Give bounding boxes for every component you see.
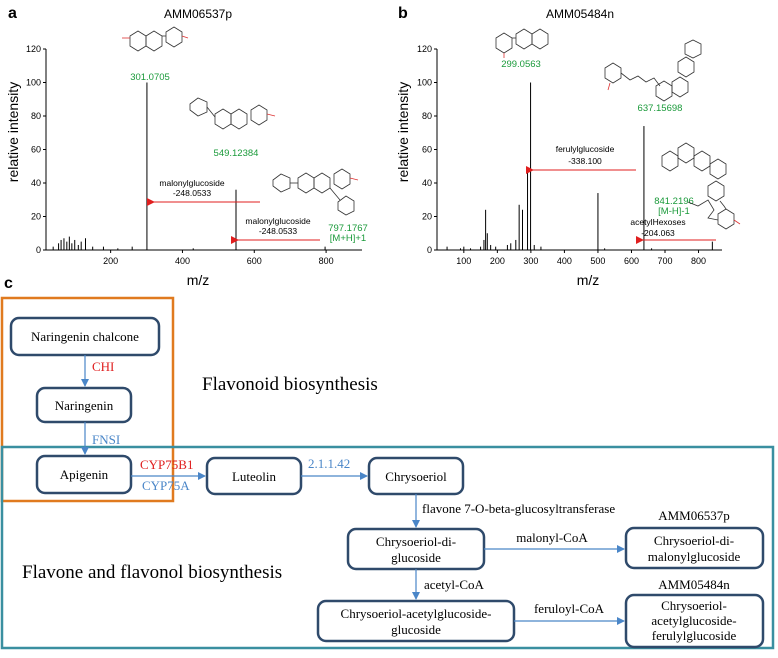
enzyme-feruloyl-coa: feruloyl-CoA	[534, 601, 605, 616]
chart-b-ann2-delta: -204.063	[641, 228, 675, 238]
enzyme-cyp75a: CYP75A	[142, 478, 190, 493]
chart-b-structure-2	[604, 39, 702, 102]
chart-b-ytick-label: 20	[422, 212, 432, 222]
compound-id-amm06537p: AMM06537p	[658, 508, 730, 523]
chart-b-ytick-label: 120	[417, 44, 432, 54]
chart-b-ytick-label: 0	[427, 245, 432, 255]
enzyme-chi: CHI	[92, 359, 114, 374]
node-chrysoeriol-di-glucoside-line1: Chrysoeriol-di-	[376, 534, 456, 549]
enzyme-acetyl-coa: acetyl-CoA	[424, 577, 485, 592]
flavone-region-label: Flavone and flavonol biosynthesis	[22, 562, 282, 583]
chart-a-xtick-label: 600	[247, 256, 262, 266]
node-chrysoeriol-di-malonylglucoside-line1: Chrysoeriol-di-	[654, 533, 734, 548]
chart-a-ytick-label: 20	[31, 212, 41, 222]
chart-a-xtick-label: 400	[175, 256, 190, 266]
chart-b-ytick-label: 100	[417, 78, 432, 88]
node-chrysoeriol-acetylglucoside-glucoside-line1: Chrysoeriol-acetylglucoside-	[341, 606, 492, 621]
chart-b-peak3-label: 841.2196	[654, 196, 694, 207]
chart-b-xtick-label: 800	[691, 256, 706, 266]
chart-a-ann1-name: malonylglucoside	[159, 178, 224, 188]
panel-letter-b: b	[398, 5, 408, 22]
chart-a: a AMM06537p relative intensity m/z 0 20 40…	[5, 5, 368, 288]
enzyme-ec-2-1-1-42: 2.1.1.42	[308, 456, 350, 471]
chart-a-ytick-label: 80	[31, 111, 41, 121]
chart-a-structure-3	[272, 168, 359, 216]
chart-b-peak3-ion: [M-H]-1	[658, 206, 690, 217]
chart-b-title: AMM05484n	[546, 7, 614, 21]
chart-b-peak2-label: 637.15698	[638, 103, 683, 114]
panel-letter-c: c	[4, 275, 13, 292]
chart-b-ytick-label: 80	[422, 111, 432, 121]
chart-b-ann2-name: acetylHexoses	[630, 217, 685, 227]
enzyme-cyp75b1: CYP75B1	[140, 457, 193, 472]
chart-b-ann1-name: ferulylglucoside	[556, 144, 615, 154]
chart-b-peak1-label: 299.0563	[501, 59, 541, 70]
flavone-region-box	[0, 445, 775, 650]
node-chrysoeriol-acetylglucoside-ferulylglucoside	[624, 593, 765, 649]
compound-id-amm05484n: AMM05484n	[658, 577, 730, 592]
chart-b-xtick-label: 400	[557, 256, 572, 266]
chart-a-xlabel: m/z	[187, 272, 210, 288]
chart-a-xtick-label: 800	[319, 256, 334, 266]
node-naringenin	[35, 386, 133, 424]
flavonoid-region-label: Flavonoid biosynthesis	[202, 374, 378, 395]
chart-b-structure-1	[495, 28, 549, 58]
node-luteolin-label: Luteolin	[232, 469, 277, 484]
node-chrysoeriol-di-malonylglucoside-line2: malonylglucoside	[648, 549, 741, 564]
chart-b-peaks	[446, 82, 713, 250]
chart-a-structure-2	[189, 97, 276, 130]
node-chrysoeriol-label: Chrysoeriol	[385, 469, 447, 484]
chart-a-ann1-delta: -248.0533	[173, 188, 212, 198]
chart-a-peak2-label: 549.12384	[214, 148, 259, 159]
chart-b-xtick-label: 500	[590, 256, 605, 266]
chart-b-xlabel: m/z	[577, 272, 600, 288]
chart-b-xtick-label: 700	[657, 256, 672, 266]
chart-a-peak3-ion: [M+H]+1	[330, 233, 366, 244]
chart-b: b AMM05484n relative intensity m/z 0 20 40…	[395, 5, 741, 288]
chart-a-axes: 0 20 40 60 80 100 120 200 400 600 800	[26, 44, 362, 266]
chart-b-ytick-label: 60	[422, 145, 432, 155]
node-chrysoeriol-di-malonylglucoside	[624, 526, 765, 570]
chart-b-structure-3	[661, 142, 741, 230]
chart-a-ytick-label: 0	[36, 245, 41, 255]
node-chrysoeriol-acetylglucoside-ferulylglucoside-line3: ferulylglucoside	[652, 628, 737, 643]
chart-b-xtick-label: 300	[523, 256, 538, 266]
chart-a-ytick-label: 60	[31, 145, 41, 155]
flavonoid-region-box	[0, 296, 175, 503]
node-apigenin-label: Apigenin	[60, 467, 109, 482]
chart-a-title: AMM06537p	[164, 7, 232, 21]
node-chrysoeriol-acetylglucoside-ferulylglucoside-line2: acetylglucoside-	[651, 613, 736, 628]
chart-a-ytick-label: 100	[26, 78, 41, 88]
enzyme-malonyl-coa: malonyl-CoA	[516, 530, 588, 545]
chart-a-ann2-name: malonylglucoside	[245, 216, 310, 226]
node-chrysoeriol-di-glucoside-line2: glucoside	[391, 550, 441, 565]
chart-a-xtick-label: 200	[103, 256, 118, 266]
chart-b-xtick-label: 600	[624, 256, 639, 266]
chart-a-ytick-label: 40	[31, 178, 41, 188]
node-apigenin	[35, 454, 133, 495]
node-naringenin-label: Naringenin	[55, 398, 114, 413]
chart-a-ylabel: relative intensity	[5, 82, 21, 182]
enzyme-fnsi: FNSI	[92, 432, 120, 447]
panel-letter-a: a	[8, 5, 17, 22]
chart-b-ytick-label: 40	[422, 178, 432, 188]
chart-a-ann2-delta: -248.0533	[259, 226, 298, 236]
node-naringenin-chalcone-label: Naringenin chalcone	[31, 329, 139, 344]
chart-a-structure-1	[122, 26, 189, 52]
pathway-diagram: c Flavonoid biosynthesis Flavone and fla…	[0, 275, 775, 650]
chart-b-xtick-label: 200	[490, 256, 505, 266]
chart-b-ylabel: relative intensity	[395, 82, 411, 182]
chart-a-peak1-label: 301.0705	[130, 72, 170, 83]
chart-b-xtick-label: 100	[456, 256, 471, 266]
chart-b-axes: 0 20 40 60 80 100 120 100 200 300 400 500 600 700 800	[417, 44, 722, 266]
chart-a-peak3-label: 797.1767	[328, 223, 368, 234]
chart-b-ann1-delta: -338.100	[568, 156, 602, 166]
chart-a-ytick-label: 120	[26, 44, 41, 54]
node-chrysoeriol-acetylglucoside-glucoside-line2: glucoside	[391, 622, 441, 637]
node-chrysoeriol-acetylglucoside-ferulylglucoside-line1: Chrysoeriol-	[661, 598, 727, 613]
enzyme-flavone-7o: flavone 7-O-beta-glucosyltransferase	[422, 501, 615, 516]
